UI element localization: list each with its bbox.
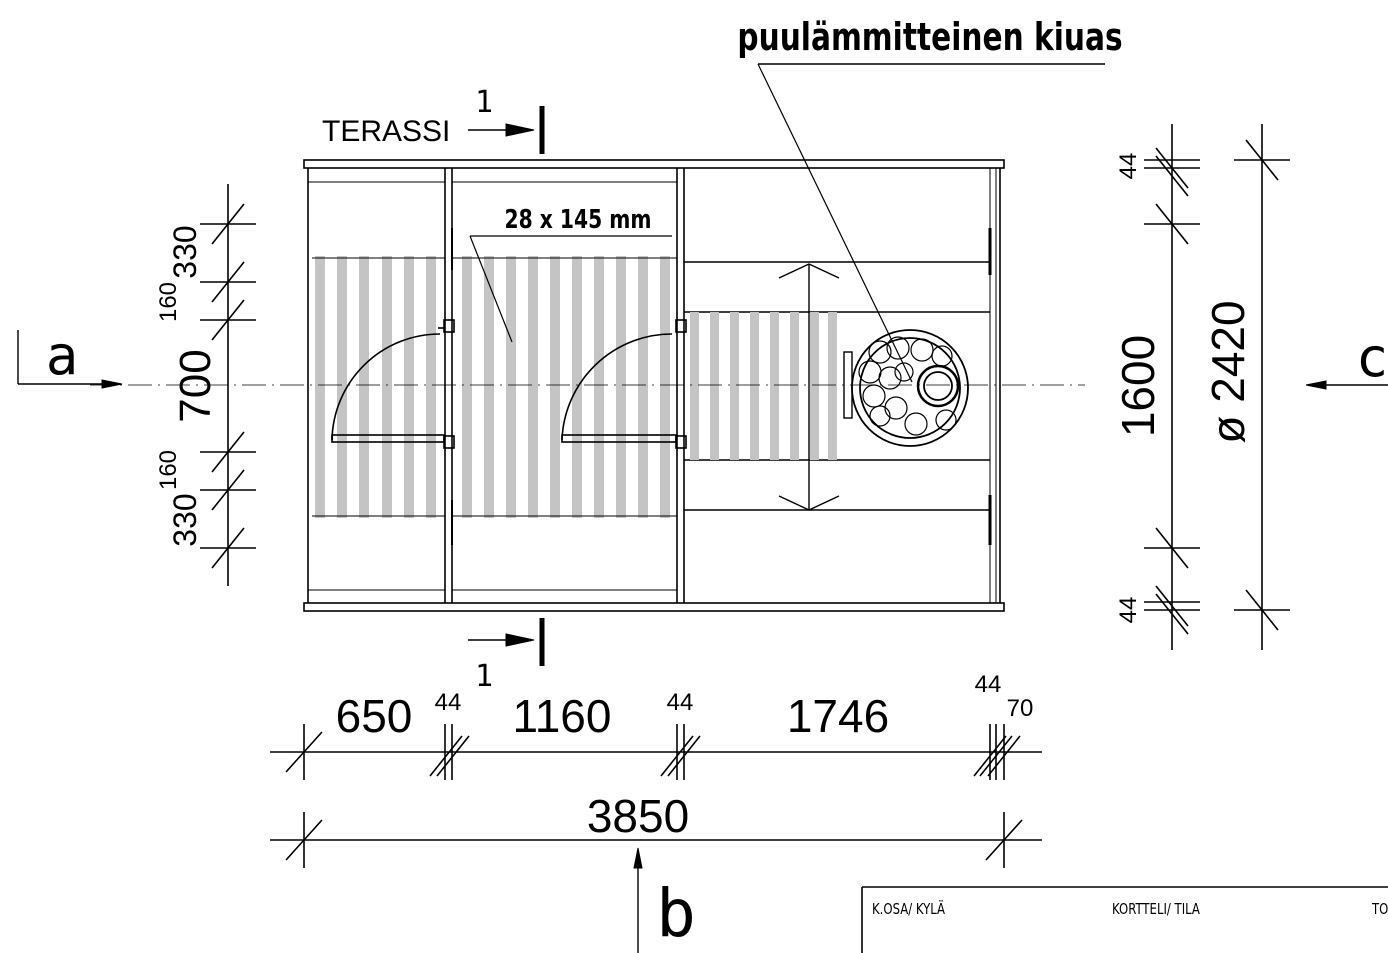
board-edges <box>312 257 677 517</box>
section-number-bottom: 1 <box>475 659 493 694</box>
view-label-a: a <box>46 324 79 387</box>
title-block-col3: TO <box>1371 902 1388 919</box>
door-middle <box>561 333 677 443</box>
stove <box>843 329 969 447</box>
title-block-col1: K.OSA/ KYLÄ <box>872 898 946 918</box>
dim-bottom-70: 70 <box>1007 695 1034 722</box>
dim-right-44-bottom: 44 <box>1115 597 1142 624</box>
dim-bottom-total: 3850 <box>587 790 689 842</box>
dim-bottom-44-b: 44 <box>667 689 694 716</box>
dim-right-diameter: ø 2420 <box>1202 300 1254 443</box>
section-marker-top <box>468 106 545 154</box>
right-dimension-chain <box>1144 124 1290 650</box>
dim-right-44-top: 44 <box>1115 153 1142 180</box>
view-marker-c <box>1305 380 1388 390</box>
title-block <box>861 886 1388 953</box>
floor-boards <box>315 256 837 518</box>
dim-left-330-bottom: 330 <box>167 493 203 546</box>
view-label-b: b <box>656 875 696 952</box>
dim-bottom-44-a: 44 <box>435 689 462 716</box>
dim-bottom-650: 650 <box>336 690 413 742</box>
view-label-c: c <box>1356 326 1388 389</box>
dim-left-160-top: 160 <box>155 282 182 322</box>
view-marker-a <box>17 330 123 389</box>
bench-arrow <box>778 263 840 511</box>
bottom-dimension-chain <box>270 724 1042 868</box>
building-outline <box>303 159 1005 612</box>
section-number-top: 1 <box>475 85 493 120</box>
door-left <box>331 327 445 443</box>
left-dimension-chain <box>200 184 256 586</box>
board-callout <box>469 235 672 343</box>
board-size-label: 28 x 145 mm <box>505 205 652 235</box>
dim-left-330-top: 330 <box>167 225 203 278</box>
heater-label: puulämmitteinen kiuas <box>737 15 1122 60</box>
view-marker-b <box>633 847 643 953</box>
dim-right-1600: 1600 <box>1112 335 1164 437</box>
title-block-col2: KORTTELI/ TILA <box>1112 902 1201 919</box>
heater-callout <box>757 63 1105 383</box>
dim-bottom-1160: 1160 <box>513 690 612 742</box>
dim-left-700: 700 <box>171 349 220 422</box>
dim-left-160-bottom: 160 <box>155 450 182 490</box>
section-marker-bottom <box>468 618 545 666</box>
dim-bottom-1746: 1746 <box>787 690 889 742</box>
terrace-label: TERASSI <box>322 115 450 148</box>
dim-bottom-44-c: 44 <box>975 671 1002 698</box>
